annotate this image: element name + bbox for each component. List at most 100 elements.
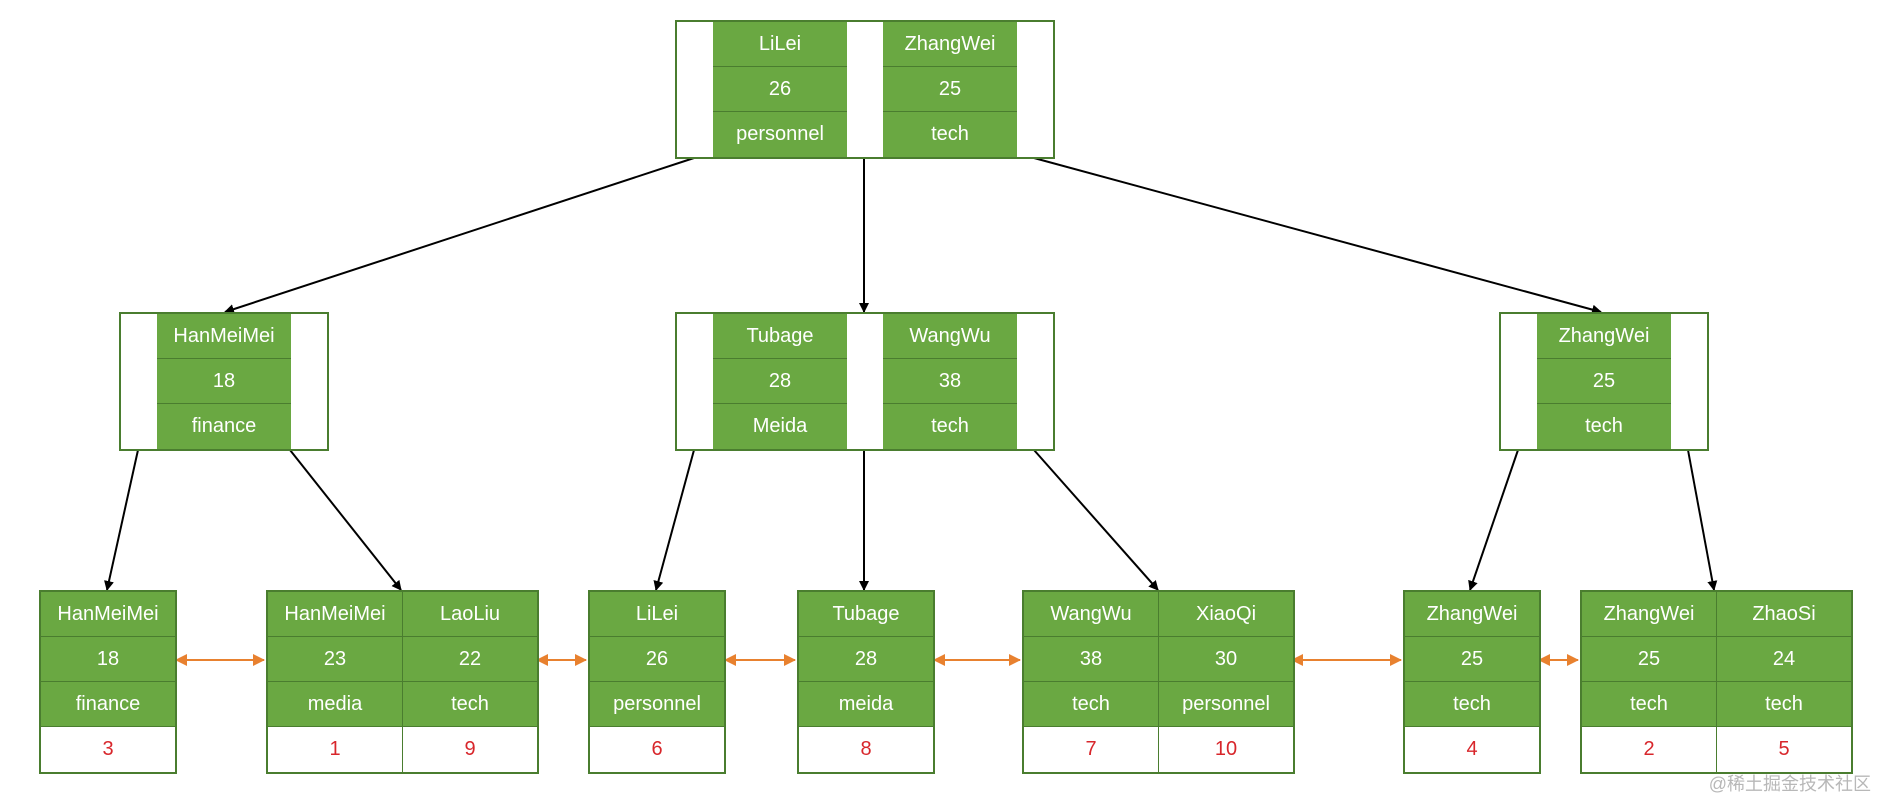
internal-middle-pointer-2 bbox=[1017, 314, 1053, 449]
leaf-record-age: 18 bbox=[41, 637, 175, 682]
internal-right-key-1-age: 25 bbox=[1537, 359, 1671, 404]
leaf-record-id: 8 bbox=[799, 727, 933, 772]
internal-left-key-1-age: 18 bbox=[157, 359, 291, 404]
edge-root-to-left bbox=[224, 157, 695, 314]
leaf-record-dept: media bbox=[268, 682, 402, 727]
edge-middle-to-leaf3 bbox=[653, 449, 695, 591]
leaf-record-age: 22 bbox=[403, 637, 537, 682]
leaf-record-dept: tech bbox=[1405, 682, 1539, 727]
edge-right-to-leaf6 bbox=[1468, 449, 1519, 591]
internal-middle-key-2: WangWu 38 tech bbox=[883, 314, 1017, 449]
root-key-1-name: LiLei bbox=[713, 22, 847, 67]
edge-root-to-right bbox=[1033, 157, 1602, 315]
internal-node-right: ZhangWei 25 tech bbox=[1499, 312, 1709, 451]
internal-node-middle: Tubage 28 Meida WangWu 38 tech bbox=[675, 312, 1055, 451]
internal-left-key-1-name: HanMeiMei bbox=[157, 314, 291, 359]
root-key-2: ZhangWei 25 tech bbox=[883, 22, 1017, 157]
leaf-record-age: 24 bbox=[1717, 637, 1851, 682]
leaf-record-id: 4 bbox=[1405, 727, 1539, 772]
leaf-record-age: 23 bbox=[268, 637, 402, 682]
leaf-node-7: ZhangWei 25 tech 2 ZhaoSi 24 tech 5 bbox=[1580, 590, 1853, 774]
internal-middle-key-2-dept: tech bbox=[883, 404, 1017, 449]
leaf-node-1: HanMeiMei 18 finance 3 bbox=[39, 590, 177, 774]
leaf-record-id: 7 bbox=[1024, 727, 1158, 772]
root-pointer-2 bbox=[1017, 22, 1053, 157]
leaf-record: HanMeiMei 23 media 1 bbox=[268, 592, 402, 772]
root-key-1-age: 26 bbox=[713, 67, 847, 112]
internal-middle-key-2-age: 38 bbox=[883, 359, 1017, 404]
internal-middle-key-2-name: WangWu bbox=[883, 314, 1017, 359]
internal-middle-key-1-name: Tubage bbox=[713, 314, 847, 359]
leaf-record-dept: tech bbox=[1717, 682, 1851, 727]
internal-middle-pointer-0 bbox=[677, 314, 713, 449]
root-key-2-dept: tech bbox=[883, 112, 1017, 157]
leaf-record-name: ZhaoSi bbox=[1717, 592, 1851, 637]
leaf-record-id: 6 bbox=[590, 727, 724, 772]
edge-middle-to-leaf5 bbox=[1033, 449, 1159, 591]
internal-middle-pointer-1 bbox=[847, 314, 883, 449]
edge-right-to-leaf7 bbox=[1687, 449, 1718, 591]
leaf-node-3: LiLei 26 personnel 6 bbox=[588, 590, 726, 774]
leaf-record-dept: personnel bbox=[1159, 682, 1293, 727]
leaf-record: ZhangWei 25 tech 2 bbox=[1582, 592, 1716, 772]
leaf-record: WangWu 38 tech 7 bbox=[1024, 592, 1158, 772]
leaf-record-age: 26 bbox=[590, 637, 724, 682]
internal-left-pointer-0 bbox=[121, 314, 157, 449]
leaf-record: XiaoQi 30 personnel 10 bbox=[1158, 592, 1293, 772]
leaf-record: HanMeiMei 18 finance 3 bbox=[41, 592, 175, 772]
leaf-record-id: 1 bbox=[268, 727, 402, 772]
internal-right-pointer-1 bbox=[1671, 314, 1707, 449]
internal-middle-key-1: Tubage 28 Meida bbox=[713, 314, 847, 449]
leaf-record-age: 38 bbox=[1024, 637, 1158, 682]
root-node: LiLei 26 personnel ZhangWei 25 tech bbox=[675, 20, 1055, 159]
root-key-2-age: 25 bbox=[883, 67, 1017, 112]
leaf-record-id: 5 bbox=[1717, 727, 1851, 772]
root-pointer-1 bbox=[847, 22, 883, 157]
leaf-record-dept: tech bbox=[1024, 682, 1158, 727]
leaf-record-id: 9 bbox=[403, 727, 537, 772]
leaf-record: Tubage 28 meida 8 bbox=[799, 592, 933, 772]
leaf-record-id: 10 bbox=[1159, 727, 1293, 772]
root-key-1: LiLei 26 personnel bbox=[713, 22, 847, 157]
leaf-record: ZhaoSi 24 tech 5 bbox=[1716, 592, 1851, 772]
internal-left-pointer-1 bbox=[291, 314, 327, 449]
leaf-record-dept: meida bbox=[799, 682, 933, 727]
internal-right-key-1-dept: tech bbox=[1537, 404, 1671, 449]
leaf-record-dept: tech bbox=[403, 682, 537, 727]
internal-middle-key-1-age: 28 bbox=[713, 359, 847, 404]
leaf-record-name: XiaoQi bbox=[1159, 592, 1293, 637]
edge-left-to-leaf1 bbox=[104, 449, 139, 591]
leaf-record-age: 25 bbox=[1405, 637, 1539, 682]
leaf-record-name: Tubage bbox=[799, 592, 933, 637]
edge-left-to-leaf2 bbox=[289, 449, 402, 591]
leaf-node-5: WangWu 38 tech 7 XiaoQi 30 personnel 10 bbox=[1022, 590, 1295, 774]
leaf-record-name: ZhangWei bbox=[1405, 592, 1539, 637]
leaf-record: LaoLiu 22 tech 9 bbox=[402, 592, 537, 772]
internal-left-key-1: HanMeiMei 18 finance bbox=[157, 314, 291, 449]
internal-right-key-1: ZhangWei 25 tech bbox=[1537, 314, 1671, 449]
leaf-record-dept: personnel bbox=[590, 682, 724, 727]
leaf-node-4: Tubage 28 meida 8 bbox=[797, 590, 935, 774]
internal-right-key-1-name: ZhangWei bbox=[1537, 314, 1671, 359]
leaf-record-age: 25 bbox=[1582, 637, 1716, 682]
leaf-node-2: HanMeiMei 23 media 1 LaoLiu 22 tech 9 bbox=[266, 590, 539, 774]
internal-right-pointer-0 bbox=[1501, 314, 1537, 449]
leaf-record-name: LiLei bbox=[590, 592, 724, 637]
root-key-2-name: ZhangWei bbox=[883, 22, 1017, 67]
leaf-record: ZhangWei 25 tech 4 bbox=[1405, 592, 1539, 772]
internal-node-left: HanMeiMei 18 finance bbox=[119, 312, 329, 451]
leaf-record-age: 30 bbox=[1159, 637, 1293, 682]
leaf-record-name: LaoLiu bbox=[403, 592, 537, 637]
leaf-record-dept: finance bbox=[41, 682, 175, 727]
leaf-node-6: ZhangWei 25 tech 4 bbox=[1403, 590, 1541, 774]
leaf-record-name: WangWu bbox=[1024, 592, 1158, 637]
watermark: @稀土掘金技术社区 bbox=[1708, 774, 1871, 794]
internal-middle-key-1-dept: Meida bbox=[713, 404, 847, 449]
leaf-record-id: 3 bbox=[41, 727, 175, 772]
leaf-record-age: 28 bbox=[799, 637, 933, 682]
leaf-record-name: HanMeiMei bbox=[41, 592, 175, 637]
leaf-record-name: HanMeiMei bbox=[268, 592, 402, 637]
leaf-record-dept: tech bbox=[1582, 682, 1716, 727]
leaf-record-id: 2 bbox=[1582, 727, 1716, 772]
